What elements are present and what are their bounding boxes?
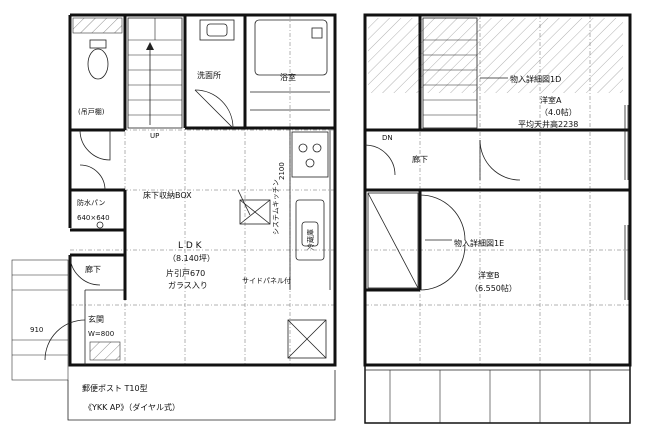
staircase: UP — [127, 17, 183, 140]
stairs-down-label: DN — [382, 134, 393, 142]
washroom-label: 洗面所 — [197, 70, 221, 80]
first-floor-plan: (吊戸棚) UP 洗面所 — [11, 13, 337, 421]
kitchen-size: 2100 — [278, 162, 286, 180]
washroom: 洗面所 — [194, 19, 235, 129]
floor2-corridor-label: 廊下 — [412, 154, 428, 164]
washer-pan-label: 防水パン — [77, 198, 105, 207]
sliding-door-label: 片引戸670 — [166, 268, 205, 278]
washbasin-icon — [199, 19, 235, 41]
floor2-staircase: DN — [382, 17, 478, 142]
stove-burner-icon — [312, 143, 322, 153]
mailbox-label: 郵便ポスト T10型 — [82, 383, 148, 393]
floor1-walls — [68, 13, 337, 367]
balcony — [364, 364, 631, 424]
ldk-label: L D K — [178, 241, 203, 251]
room-a-label: 洋室A — [540, 95, 562, 105]
fridge-label: 冷蔵庫 — [306, 229, 315, 250]
washer-pan-size: 640×640 — [77, 214, 110, 222]
floor2-corridor: 廊下 — [364, 139, 521, 181]
floor-storage-label: 床下収納BOX — [143, 190, 192, 200]
glass-label: ガラス入り — [168, 280, 208, 290]
width-mark: 910 — [30, 326, 43, 334]
ceiling-height-label: 平均天井高2238 — [518, 119, 578, 129]
closet-detail-label-1e: 物入詳細図1E — [454, 238, 504, 248]
toilet-shelf-label: (吊戸棚) — [78, 107, 105, 116]
entrance-label: 玄関 — [88, 314, 104, 324]
kitchen-label: システムキッチン — [272, 179, 280, 235]
ldk-room: 床下収納BOX L D K （8.140坪） 片引戸670 ガラス入り サイドパ… — [143, 189, 327, 359]
room-b-label: 洋室B — [478, 270, 500, 280]
stairs-up-label: UP — [150, 132, 159, 140]
entrance-width: W=800 — [88, 330, 114, 338]
floor1-grid — [70, 15, 335, 365]
washer-pan: 防水パン 640×640 — [77, 164, 110, 229]
room-a: 物入詳細図1D 洋室A （4.0帖） 平均天井高2238 — [480, 74, 629, 180]
stove-burner-icon — [298, 143, 308, 153]
bathroom: 浴室 — [250, 19, 330, 111]
ldk-area: （8.140坪） — [168, 254, 215, 263]
stove-burner-icon — [305, 158, 315, 168]
corridor-label: 廊下 — [85, 264, 101, 274]
toilet-bowl-icon — [87, 48, 109, 80]
side-panel-label: サイドパネル付 — [242, 276, 291, 285]
toilet-room: (吊戸棚) — [72, 17, 123, 161]
closet-detail-label-1d: 物入詳細図1D — [510, 74, 561, 84]
kitchen: システムキッチン 2100 冷蔵庫 — [272, 131, 329, 261]
mailbox-maker: 《YKK AP》（ダイヤル式） — [84, 402, 180, 412]
second-floor-plan: DN 物入詳細図1D 洋室A （4.0帖） 平均天井高2238 廊下 物入詳細図… — [363, 13, 632, 424]
room-b: 物入詳細図1E 洋室B （6.550帖） — [367, 192, 629, 300]
room-b-area: （6.550帖） — [470, 283, 517, 293]
room-a-area: （4.0帖） — [540, 107, 577, 117]
bathroom-label: 浴室 — [280, 72, 296, 82]
entrance-area: 廊下 玄関 W=800 910 郵便ポスト T10型 《YKK AP》（ダイヤル… — [11, 254, 336, 421]
